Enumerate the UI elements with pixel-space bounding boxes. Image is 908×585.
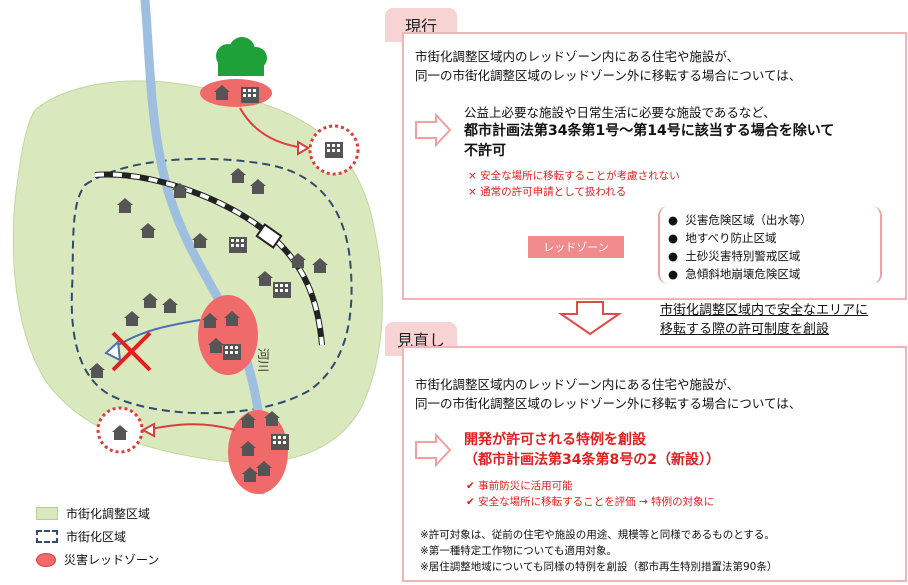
revised-footnote1: ※許可対象は、従前の住宅や施設の用途、規模等と同様であるものとする。 [420,529,775,541]
redzone-item: ● 災害危険区域（出水等） [668,213,812,227]
legend-item-control-area: 市街化調整区域 [36,505,150,522]
revised-intro-line2: 同一の市街化調整区域のレッドゾーン外に移転する場合については、 [415,396,802,411]
redzone-item: ● 地すべり防止区域 [668,231,777,245]
revised-point1: 開発が許可される特例を創設 [464,432,646,448]
river-label: 河川 [256,348,270,372]
transition-line2: 移転する際の許可制度を創設 [660,322,830,337]
red-zone-bottom [228,410,288,494]
revised-intro-line1: 市街化調整区域内のレッドゾーン内にある住宅や施設が、 [415,377,740,392]
revised-check1: ✔ 事前防災に活用可能 [466,480,573,492]
redzone-item: ● 急傾斜地崩壊危険区域 [668,267,801,281]
redzone-bracket [658,206,882,284]
legend-swatch-dashed [36,530,58,543]
station [255,223,283,249]
river [140,0,267,495]
prohibited-cross-icon [111,331,152,372]
urbanization-area [70,157,353,415]
land-use-map: 河川 [12,0,383,495]
legend-item-red-zone: 災害レッドゾーン [36,551,159,568]
down-arrow-icon [557,301,623,336]
revised-panel [402,346,907,582]
current-panel [402,32,907,300]
current-intro-line1: 市街化調整区域内のレッドゾーン内にある住宅や施設が、 [415,49,740,64]
redzone-label: レッドゾーン [528,236,624,258]
current-note2: × 通常の許可申請として扱われる [468,186,627,198]
redzone-item: ● 土砂災害特別警戒区域 [668,249,801,263]
red-zone-top [200,79,272,107]
current-note1: × 安全な場所に移転することが考慮されない [468,170,680,182]
current-point1: 公益上必要な施設や日常生活に必要な施設であるなど、 [464,105,776,120]
revised-point2: （都市計画法第34条第8号の2（新設）） [464,452,720,468]
red-zone-middle [198,295,258,375]
current-point2: 都市計画法第34条第1号～第14号に該当する場合を除いて [464,123,835,139]
arrow-right-icon [415,432,452,468]
forest-icon [216,37,267,76]
current-intro-line2: 同一の市街化調整区域のレッドゾーン外に移転する場合については、 [415,68,802,83]
revised-footnote3: ※居住調整地域についても同様の特例を創設（都市再生特別措置法第90条） [420,561,778,573]
legend-item-urban-area: 市街化区域 [36,528,126,545]
legend-swatch-green [36,507,58,520]
transition-line1: 市街化調整区域内で安全なエリアに [660,303,869,318]
revised-footnote2: ※第一種特定工作物についても適用対象。 [420,545,617,557]
revised-check2: ✔ 安全な場所に移転することを評価 → 特例の対象に [466,496,715,508]
current-point3: 不許可 [464,143,506,159]
arrow-right-icon [415,112,452,148]
legend-swatch-red [36,552,56,567]
